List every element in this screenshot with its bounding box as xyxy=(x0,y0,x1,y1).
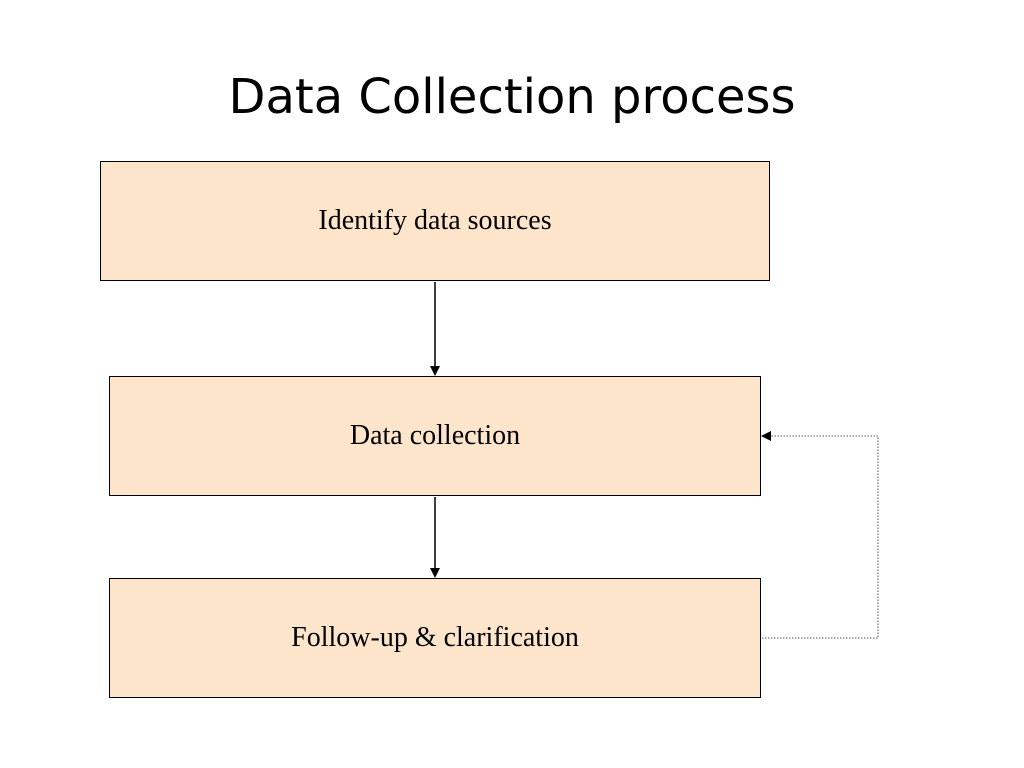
slide-title: Data Collection process xyxy=(228,69,796,125)
arrow-head-2-icon xyxy=(430,568,440,578)
step-data-collection: Data collection xyxy=(109,376,761,496)
feedback-loop-line xyxy=(762,435,879,639)
step-label: Identify data sources xyxy=(318,205,552,236)
step-identify-data-sources: Identify data sources xyxy=(100,161,770,281)
step-label: Follow-up & clarification xyxy=(291,622,579,653)
step-follow-up-clarification: Follow-up & clarification xyxy=(109,578,761,698)
arrow-head-1-icon xyxy=(430,366,440,376)
feedback-arrow-head-icon xyxy=(761,431,771,441)
step-label: Data collection xyxy=(349,420,521,451)
